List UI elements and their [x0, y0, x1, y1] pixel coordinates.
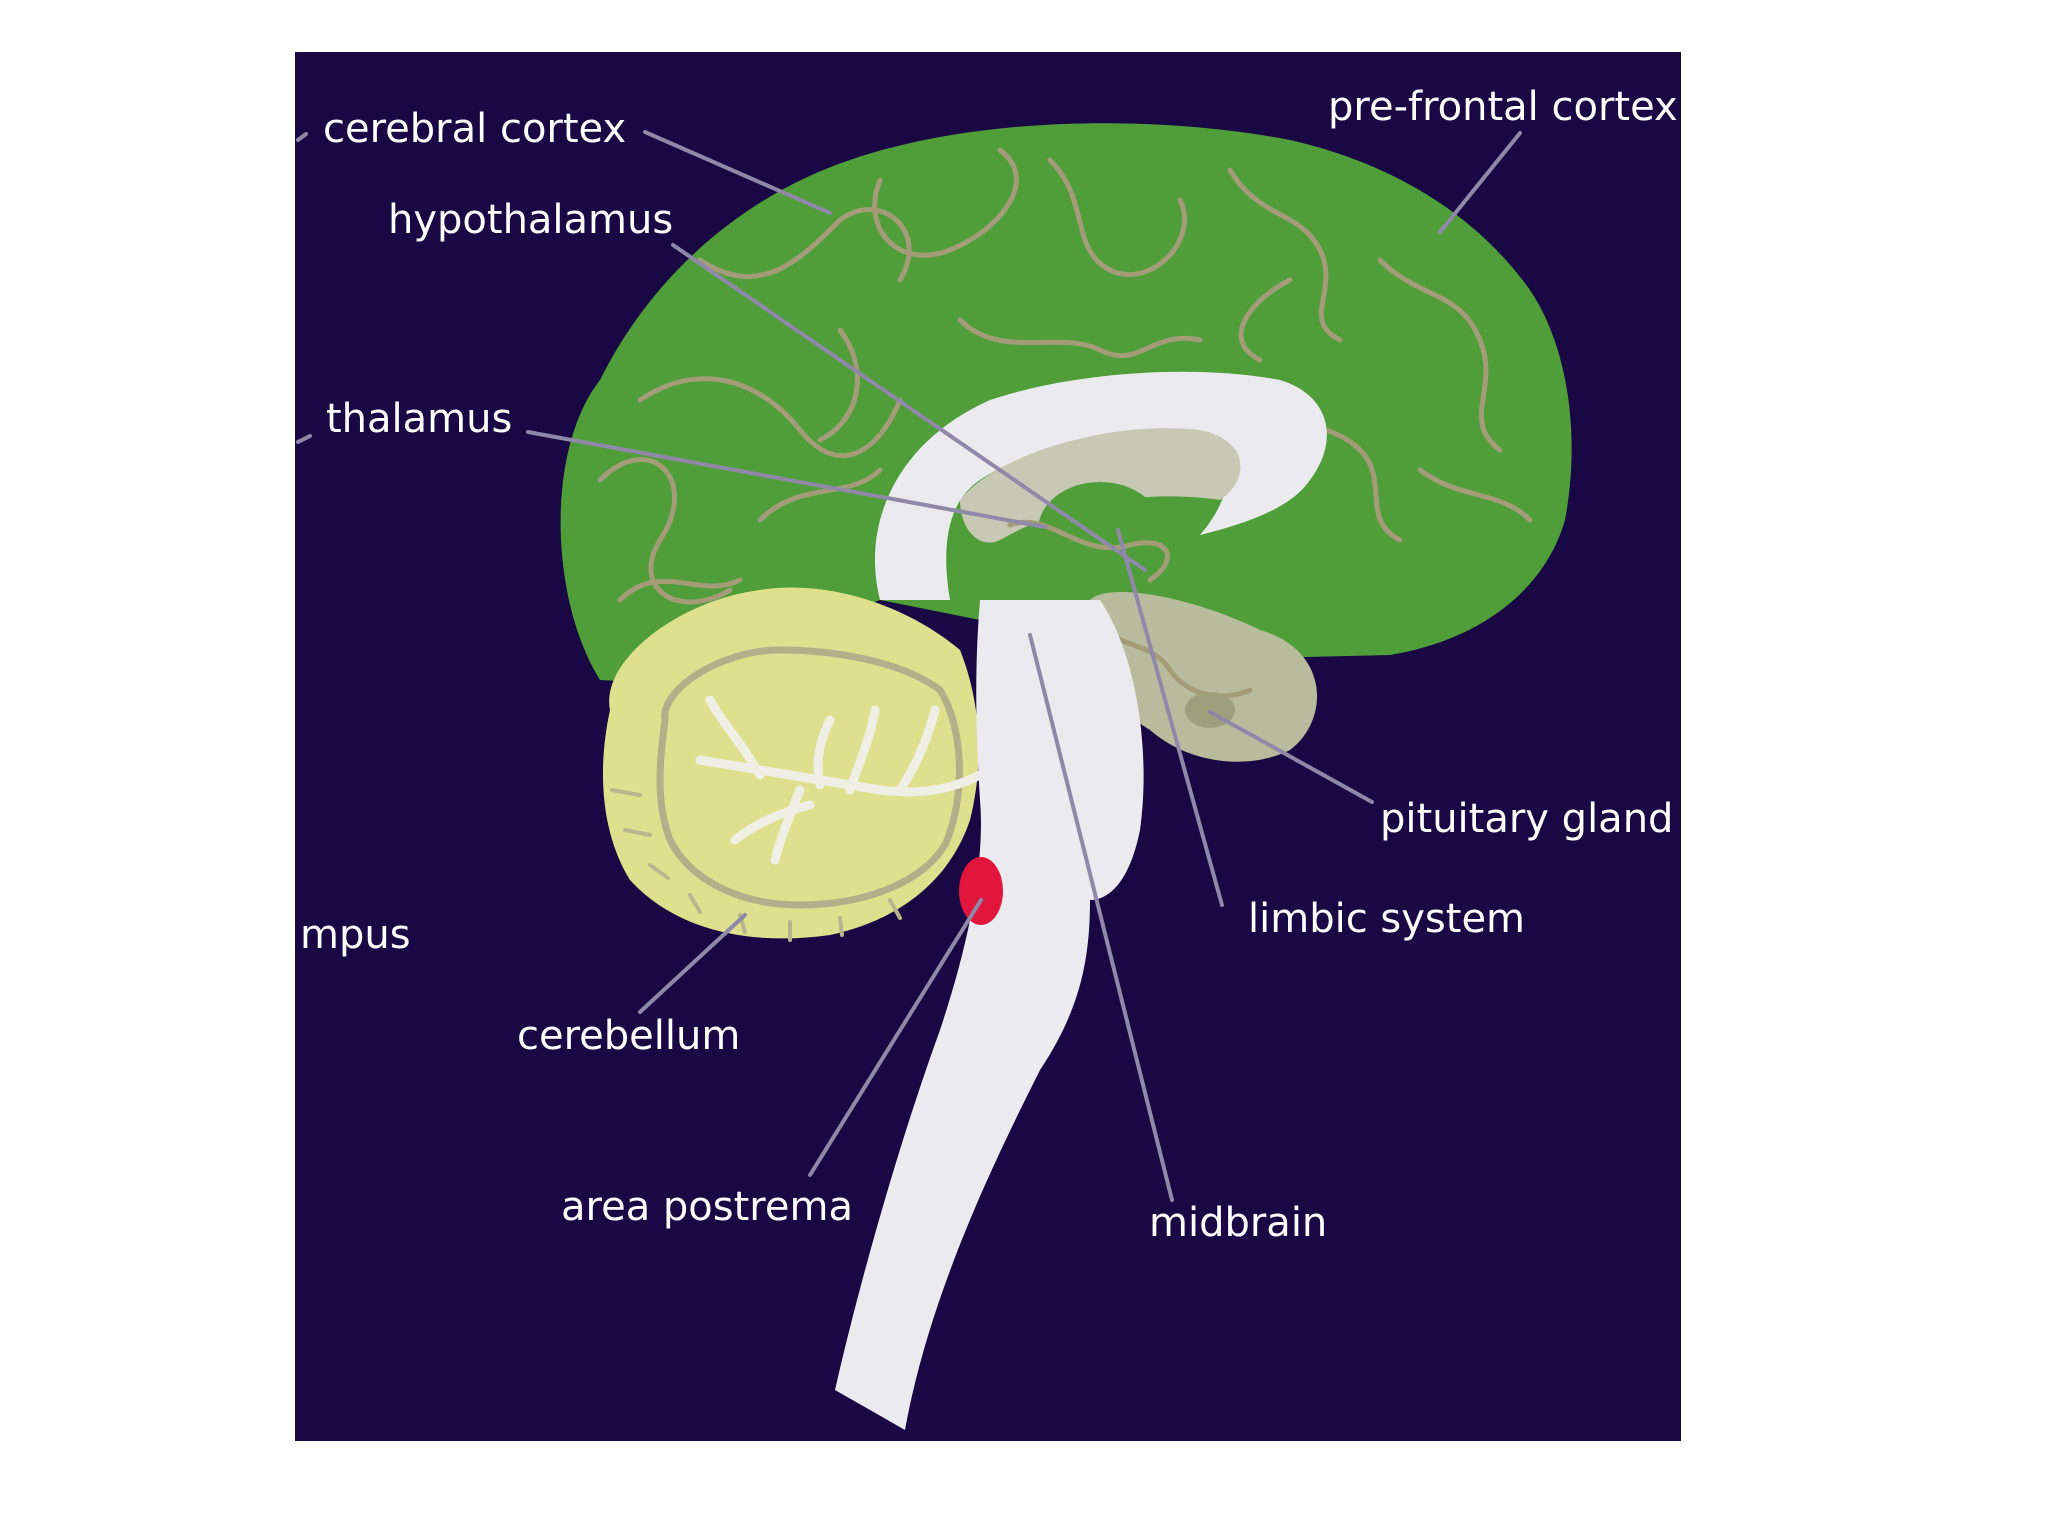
leader-prefrontal-cortex: [1438, 131, 1522, 234]
label-hippocampus-partial: mpus: [300, 912, 411, 958]
corpus-callosum: [874, 371, 1327, 600]
label-prefrontal-cortex: pre-frontal cortex: [1328, 84, 1678, 130]
thalamus-shape: [1038, 482, 1162, 578]
label-pituitary-gland: pituitary gland: [1380, 796, 1673, 842]
cerebellum-folia: [695, 695, 985, 865]
brainstem-shape: [835, 600, 1144, 1430]
area-postrema-shape: [959, 857, 1003, 925]
label-hypothalamus: hypothalamus: [388, 197, 673, 243]
label-thalamus: thalamus: [326, 396, 512, 442]
cerebellum-ridges: [610, 788, 902, 942]
leader-cut-top: [296, 132, 308, 142]
leader-lines: [296, 130, 1522, 1202]
leader-cut-mid: [296, 434, 312, 444]
label-limbic-system: limbic system: [1248, 896, 1525, 942]
label-cerebral-cortex: cerebral cortex: [323, 106, 626, 152]
leader-cerebral-cortex: [643, 130, 832, 215]
leader-hypothalamus: [671, 243, 1147, 572]
cerebellum-inner: [656, 646, 963, 909]
leader-limbic-system: [1116, 528, 1224, 907]
leader-cerebellum: [638, 913, 747, 1014]
cortex-gyri: [597, 147, 1533, 605]
leader-area-postrema: [808, 898, 983, 1177]
label-cerebellum: cerebellum: [517, 1013, 740, 1059]
leader-pituitary: [1208, 710, 1374, 804]
label-area-postrema: area postrema: [561, 1184, 853, 1230]
label-midbrain: midbrain: [1149, 1200, 1327, 1246]
leader-midbrain: [1028, 633, 1174, 1202]
leader-thalamus: [526, 430, 1047, 529]
